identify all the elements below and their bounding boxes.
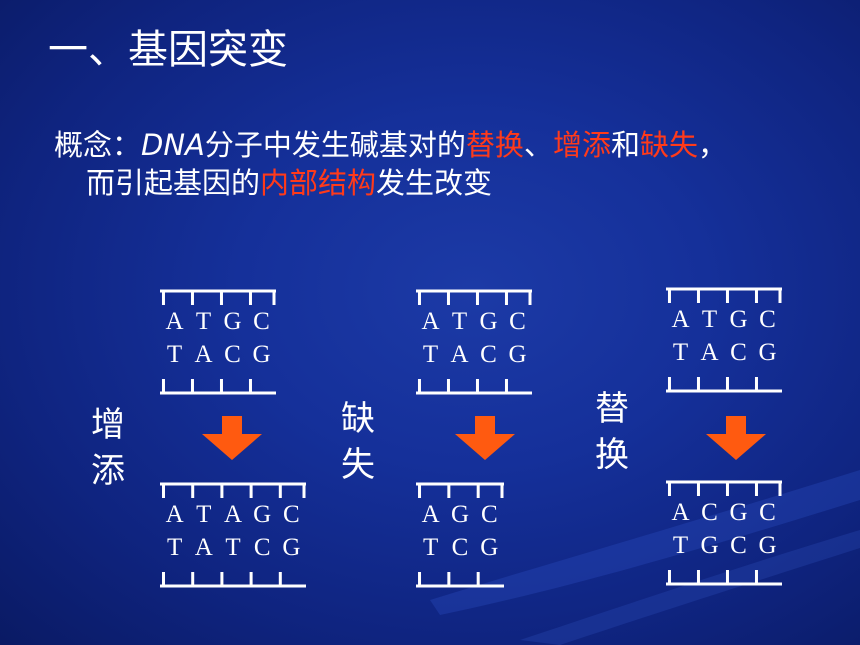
label-deletion: 缺 失 xyxy=(341,399,375,485)
concept-dna: DNA xyxy=(141,128,205,162)
concept-comma: ， xyxy=(697,128,727,162)
concept-text2: 而引起基因的 xyxy=(86,166,261,200)
arrow-shape xyxy=(202,416,262,460)
strand-lines xyxy=(416,482,504,588)
base-letter: A xyxy=(165,308,184,335)
strand-lines xyxy=(666,480,782,586)
base-letter: T xyxy=(195,308,212,335)
base-letter: A xyxy=(165,501,184,528)
base-letter: A xyxy=(421,308,440,335)
base-letter: T xyxy=(423,534,439,561)
base-letter: C xyxy=(759,306,776,333)
strand-lines xyxy=(416,289,532,395)
base-letter: T xyxy=(672,532,689,559)
base-letter: C xyxy=(480,341,497,368)
strand-lines xyxy=(160,289,276,395)
concept-add: 增添 xyxy=(552,128,611,162)
concept-prefix: 概念： xyxy=(54,128,142,162)
base-letter: T xyxy=(196,501,212,528)
arrow-shape xyxy=(455,416,515,460)
base-letter: T xyxy=(166,341,183,368)
page-title: 一、基因突变 xyxy=(48,27,288,73)
concept-text1: 分子中发生碱基对的 xyxy=(204,128,466,162)
concept-line2: 而引起基因的内部结构发生改变 xyxy=(54,164,844,202)
base-letter: A xyxy=(421,501,440,528)
base-letter: T xyxy=(672,339,689,366)
base-letter: T xyxy=(701,306,718,333)
base-letter: A xyxy=(194,341,213,368)
concept-delete: 缺失 xyxy=(639,128,698,162)
concept-and: 和 xyxy=(610,128,640,162)
base-letter: A xyxy=(450,341,469,368)
label-replacement: 替 换 xyxy=(595,389,629,475)
base-letter: G xyxy=(700,532,719,559)
base-letter: G xyxy=(450,501,470,528)
base-letter: A xyxy=(700,339,719,366)
base-letter: G xyxy=(729,306,748,333)
strand-lines xyxy=(666,287,782,393)
base-letter: C xyxy=(253,534,271,561)
concept-replace: 替换 xyxy=(465,128,524,162)
base-letter: G xyxy=(508,341,527,368)
concept-internal: 内部结构 xyxy=(260,166,377,200)
base-letter: T xyxy=(422,341,439,368)
base-letter: A xyxy=(194,534,213,561)
base-letter: G xyxy=(758,339,777,366)
concept-sep1: 、 xyxy=(523,128,553,162)
base-letter: C xyxy=(759,499,776,526)
base-letter: C xyxy=(451,534,469,561)
base-letter: C xyxy=(730,339,747,366)
base-letter: A xyxy=(223,501,242,528)
strand-lines xyxy=(160,482,306,588)
base-letter: G xyxy=(223,308,242,335)
concept-text: 概念：DNA分子中发生碱基对的替换、增添和缺失， 而引起基因的内部结构发生改变 xyxy=(54,126,844,202)
base-letter: G xyxy=(758,532,777,559)
base-letter: T xyxy=(225,534,241,561)
base-letter: T xyxy=(451,308,468,335)
arrow-down-icon xyxy=(706,416,766,464)
base-letter: A xyxy=(671,306,690,333)
arrow-down-icon xyxy=(202,416,262,464)
base-letter: G xyxy=(729,499,748,526)
base-letter: C xyxy=(480,501,498,528)
base-letter: G xyxy=(282,534,301,561)
base-letter: G xyxy=(253,501,272,528)
base-letter: C xyxy=(283,501,300,528)
concept-text3: 发生改变 xyxy=(376,166,493,200)
base-letter: C xyxy=(224,341,241,368)
base-letter: C xyxy=(730,532,747,559)
base-letter: G xyxy=(252,341,271,368)
base-letter: A xyxy=(671,499,690,526)
base-letter: C xyxy=(253,308,270,335)
arrow-shape xyxy=(706,416,766,460)
base-letter: G xyxy=(479,308,498,335)
base-letter: T xyxy=(166,534,183,561)
base-letter: G xyxy=(480,534,499,561)
base-letter: C xyxy=(509,308,526,335)
label-addition: 增 添 xyxy=(91,405,125,491)
base-letter: C xyxy=(701,499,718,526)
arrow-down-icon xyxy=(455,416,515,464)
